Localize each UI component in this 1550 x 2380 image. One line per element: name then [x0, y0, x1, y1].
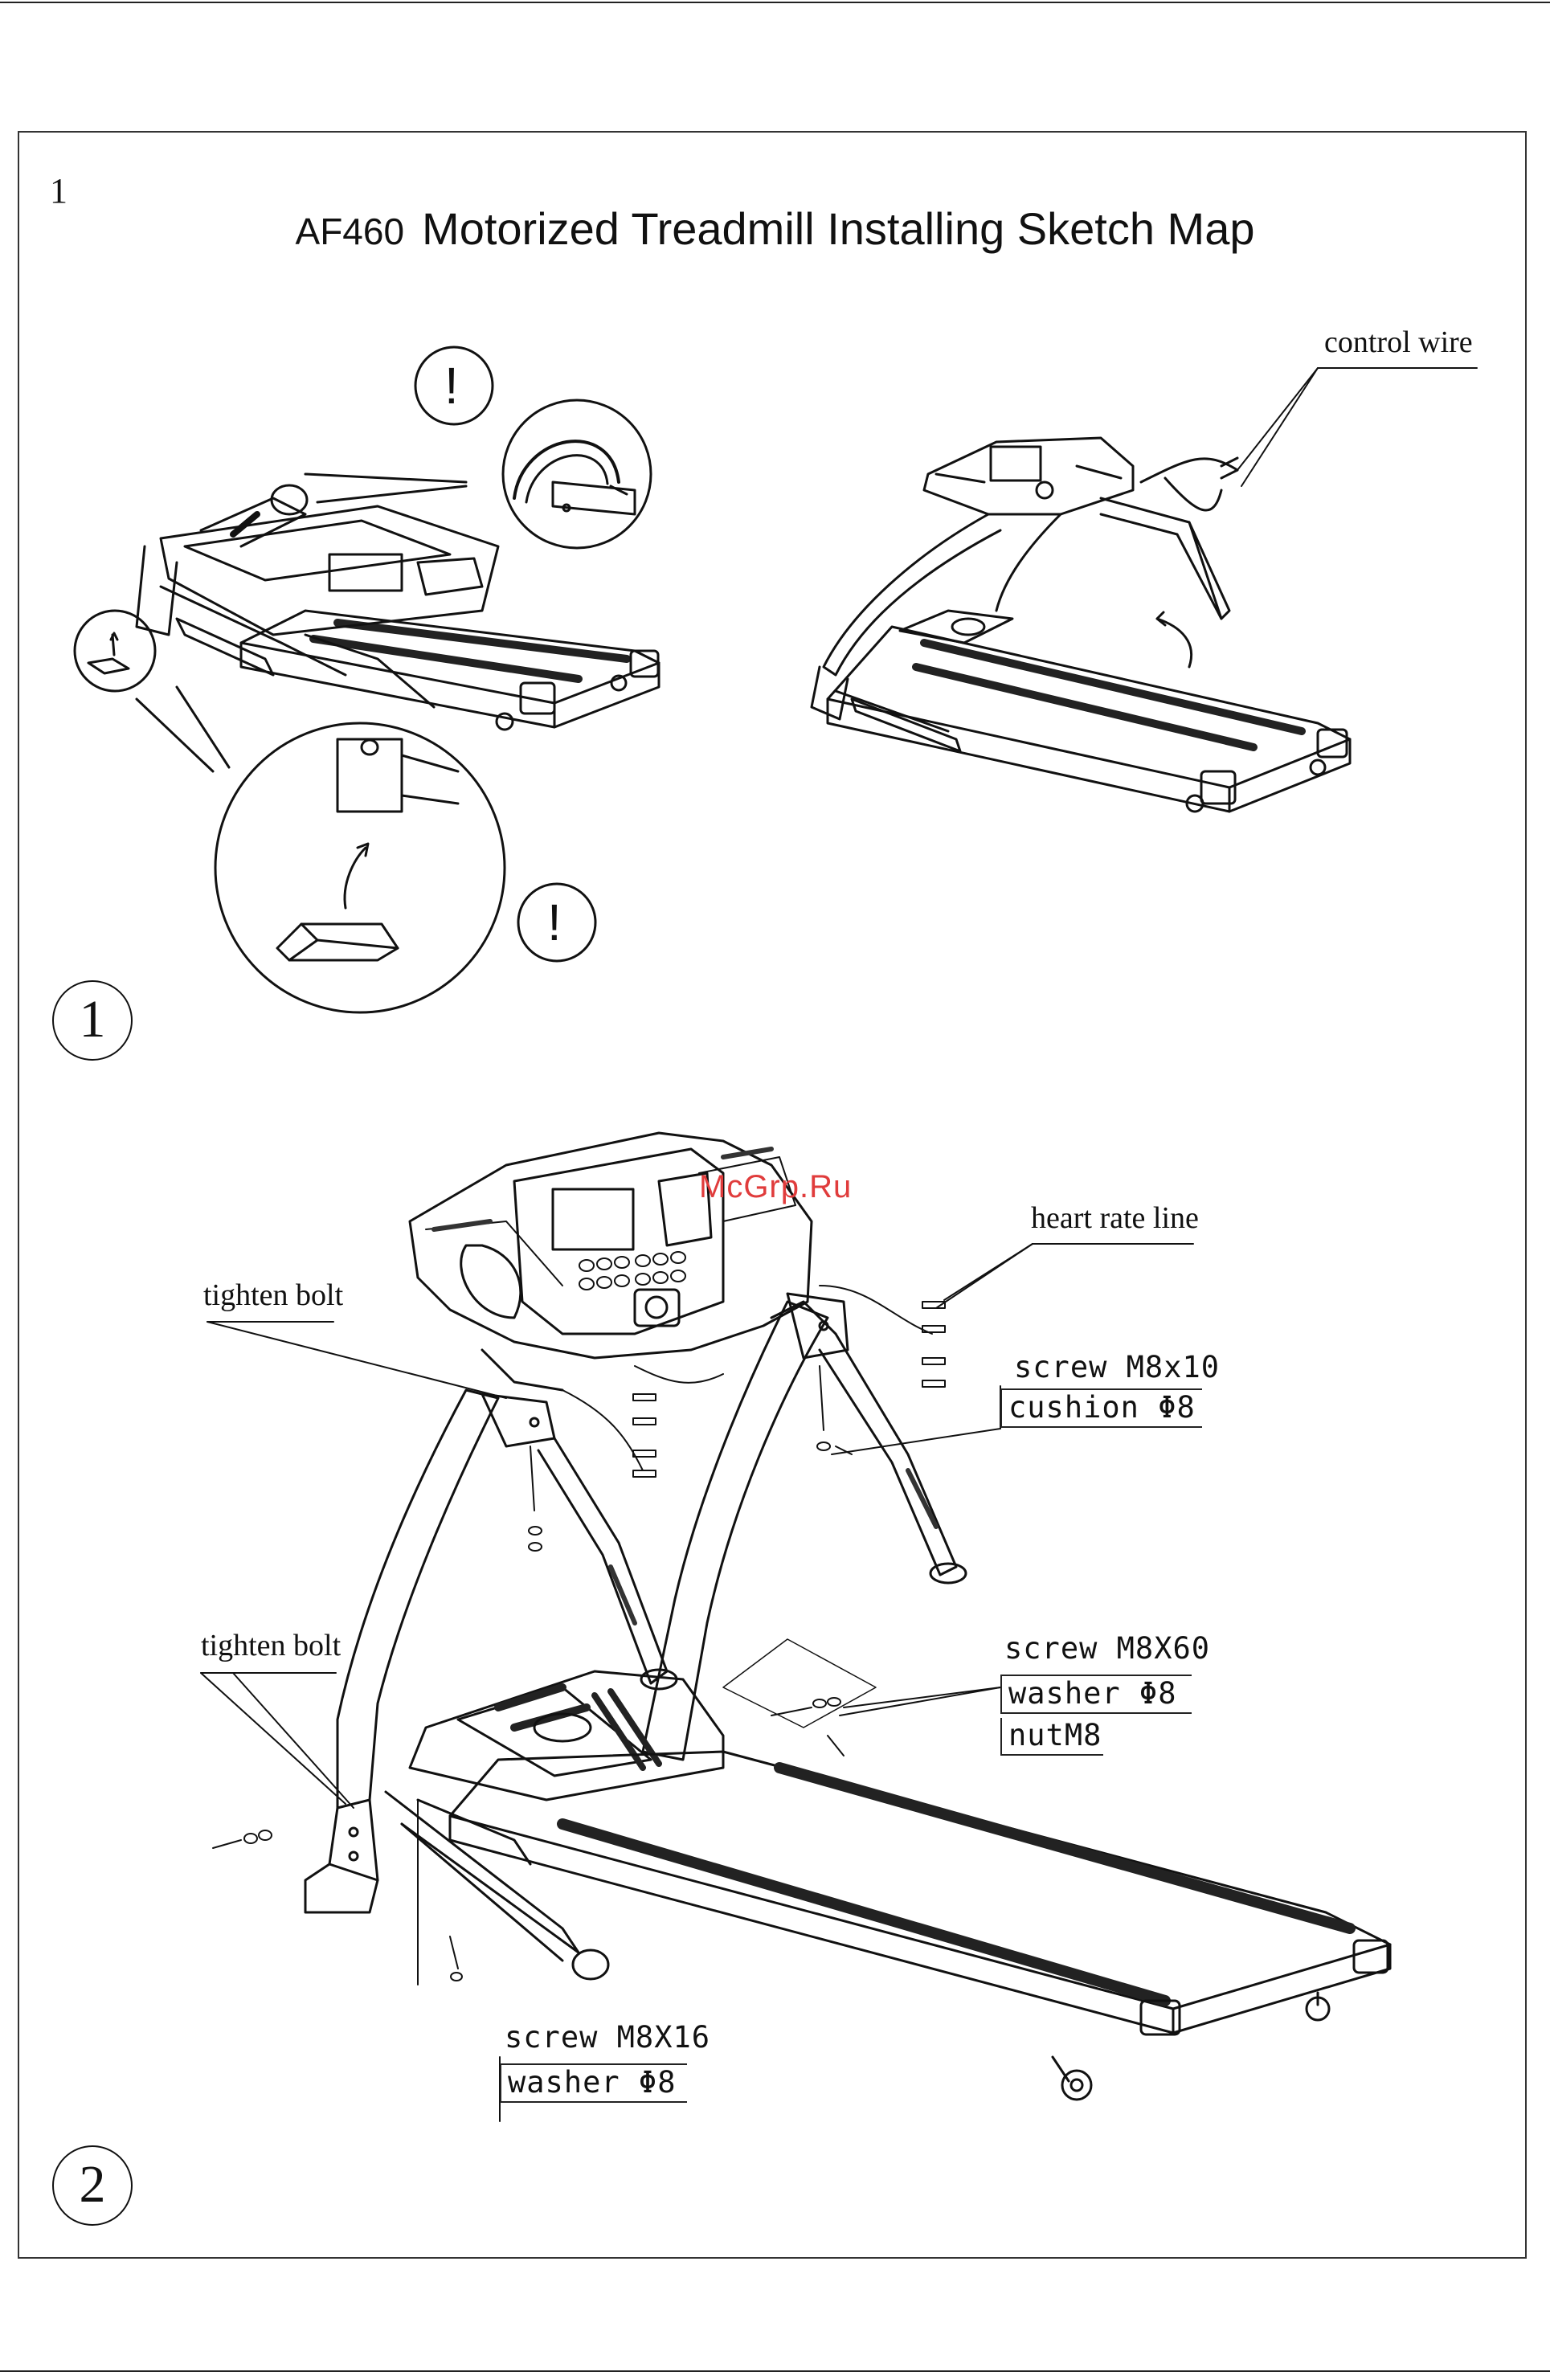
label-heart-rate-line: heart rate line: [1031, 1200, 1199, 1236]
label-washer-8-bottom: washer Φ8: [500, 2063, 687, 2103]
control-wire-leader: [1237, 368, 1477, 486]
label-screw-m8x60: screw M8X60: [1004, 1631, 1210, 1666]
foot-pad-inset: [75, 611, 155, 691]
cushion-text: cushion Φ8: [1008, 1390, 1196, 1425]
washer-right-text: washer Φ8: [1008, 1676, 1176, 1711]
watermark: McGrp.Ru: [699, 1169, 852, 1205]
step1-unfolded-treadmill: [812, 438, 1350, 812]
step2-treadmill-assembly: [213, 1133, 1390, 2100]
warning-mark-1: !: [444, 356, 459, 415]
label-control-wire: control wire: [1324, 325, 1473, 360]
label-nut-m8: nutM8: [1000, 1718, 1103, 1756]
label-washer-8-right: washer Φ8: [1000, 1675, 1192, 1714]
label-screw-m8x16: screw M8X16: [505, 2020, 710, 2055]
foot-magnified-inset: [215, 723, 505, 1012]
warning-mark-2: !: [547, 893, 562, 952]
step-1-badge: 1: [52, 980, 133, 1061]
handle-magnified-inset: [503, 400, 651, 548]
washer-bottom-text: washer Φ8: [508, 2065, 676, 2100]
label-screw-m8x10: screw M8x10: [1014, 1350, 1220, 1384]
step-2-badge: 2: [52, 2145, 133, 2226]
label-tighten-bolt-bottom: tighten bolt: [201, 1628, 341, 1663]
label-tighten-bolt-top: tighten bolt: [203, 1278, 343, 1313]
step1-folded-treadmill: [137, 485, 659, 730]
nut-text: nutM8: [1008, 1718, 1102, 1752]
label-cushion-8: cushion Φ8: [1000, 1388, 1202, 1428]
